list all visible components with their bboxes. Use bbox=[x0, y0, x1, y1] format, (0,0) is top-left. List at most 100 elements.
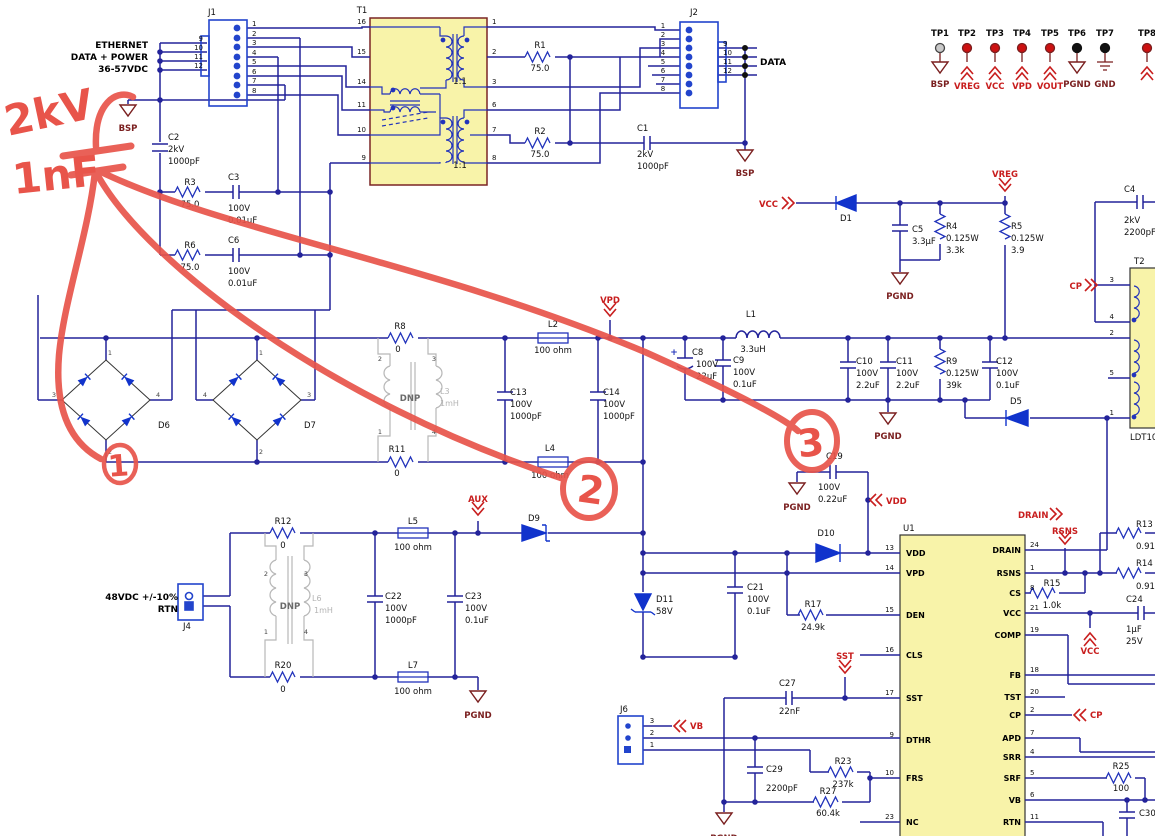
label-pgnd-c5: PGND bbox=[886, 292, 913, 302]
label-d7-1: 1 bbox=[259, 349, 263, 357]
tp6-pad bbox=[1071, 42, 1083, 54]
tp4-vpd-flag-icon bbox=[1015, 66, 1029, 81]
label-pgnd-bot: PGND bbox=[710, 834, 737, 836]
wires-t1-j2 bbox=[487, 26, 757, 164]
label-r17-v: 24.9k bbox=[801, 623, 825, 633]
red-annotation-overlay bbox=[55, 91, 840, 521]
label-r1-v: 75.0 bbox=[531, 64, 550, 74]
label-c5-v: 3.3µF bbox=[912, 237, 936, 247]
label-c8: C8 bbox=[692, 348, 703, 358]
label-c3: C3 bbox=[228, 173, 239, 183]
label-r15: R15 bbox=[1044, 579, 1061, 589]
label-u1-ref: U1 bbox=[903, 524, 915, 534]
tp3-pad bbox=[989, 42, 1001, 54]
label-c4: C4 bbox=[1124, 185, 1135, 195]
label-c1: C1 bbox=[637, 124, 648, 134]
label-tp3: TP3 bbox=[986, 29, 1004, 39]
vcc2-flag-icon bbox=[1083, 632, 1097, 647]
label-u1-nc: NC bbox=[906, 818, 919, 827]
label-r5-w: 0.125W bbox=[1011, 234, 1044, 244]
label-l4: L4 bbox=[545, 444, 555, 454]
label-l7-v: 100 ohm bbox=[394, 687, 432, 697]
label-r12: R12 bbox=[275, 517, 292, 527]
dnp-l6-transformer bbox=[264, 533, 314, 677]
label-u1-m8: 8 bbox=[1030, 584, 1034, 592]
label-c22: C22 bbox=[385, 592, 402, 602]
label-c27-v: 22nF bbox=[779, 707, 800, 717]
l2-symbol bbox=[537, 332, 569, 344]
label-ldt: LDT101 bbox=[1130, 433, 1155, 443]
label-d11-v: 58V bbox=[656, 607, 673, 617]
label-r25: R25 bbox=[1113, 762, 1130, 772]
label-vcc2: VCC bbox=[1080, 647, 1099, 657]
tp8-flag-icon bbox=[1140, 66, 1154, 81]
label-r23: R23 bbox=[835, 757, 852, 767]
label-c11: C11 bbox=[896, 357, 913, 367]
label-c30: C30 bbox=[1139, 809, 1155, 819]
t1-windings bbox=[370, 26, 487, 164]
label-c13: C13 bbox=[510, 388, 527, 398]
label-l6: L6 bbox=[312, 594, 322, 603]
label-c8-v1: 100V bbox=[696, 360, 718, 370]
label-t1-q3: 3 bbox=[492, 78, 496, 86]
label-tp5: TP5 bbox=[1041, 29, 1059, 39]
label-t2-ref: T2 bbox=[1133, 257, 1145, 267]
label-u1-m20: 20 bbox=[1030, 688, 1039, 696]
label-c2-v2: 1000pF bbox=[168, 157, 200, 167]
label-r2: R2 bbox=[534, 127, 545, 137]
label-u1-m7: 7 bbox=[1030, 729, 1034, 737]
label-j2-r9: 9 bbox=[723, 40, 727, 48]
label-c22-v2: 1000pF bbox=[385, 616, 417, 626]
label-c2-v1: 2kV bbox=[168, 145, 184, 155]
tp1-pad bbox=[934, 42, 946, 54]
label-l3-n4: 4 bbox=[432, 428, 436, 436]
label-l5-v: 100 ohm bbox=[394, 543, 432, 553]
label-c12: C12 bbox=[996, 357, 1013, 367]
label-c12-v1: 100V bbox=[996, 369, 1018, 379]
label-j1-r4: 4 bbox=[252, 49, 257, 57]
wires-vcc-vreg bbox=[796, 195, 1155, 379]
label-c6-v2: 0.01uF bbox=[228, 279, 257, 289]
label-tp8: TP8 bbox=[1138, 29, 1155, 39]
label-t1-p14: 14 bbox=[357, 78, 366, 86]
label-eth-1: ETHERNET bbox=[95, 41, 149, 51]
label-r9-v: 39k bbox=[946, 381, 962, 391]
label-t1-p11: 11 bbox=[357, 101, 366, 109]
drain-offpage-icon bbox=[1049, 507, 1063, 521]
label-c27: C27 bbox=[779, 679, 796, 689]
label-r8: R8 bbox=[394, 322, 405, 332]
label-u1-sst: SST bbox=[906, 694, 923, 703]
l4-symbol bbox=[537, 456, 569, 468]
label-t1-q8: 8 bbox=[492, 154, 496, 162]
label-j1-r2: 2 bbox=[252, 30, 256, 38]
label-j2-ref: J2 bbox=[689, 8, 698, 18]
label-u1-m11: 11 bbox=[1030, 813, 1039, 821]
label-c21-v1: 100V bbox=[747, 595, 769, 605]
label-c21: C21 bbox=[747, 583, 764, 593]
label-c14-v1: 100V bbox=[603, 400, 625, 410]
r23-symbol bbox=[827, 766, 854, 778]
label-aux: AUX bbox=[468, 495, 488, 505]
vcc-offpage-icon bbox=[781, 196, 795, 210]
label-u1-m24: 24 bbox=[1030, 541, 1039, 549]
tp3-vcc-flag-icon bbox=[988, 66, 1002, 81]
label-t2-p2: 2 bbox=[1110, 329, 1114, 337]
label-tp1: TP1 bbox=[931, 29, 949, 39]
label-j1-ref: J1 bbox=[207, 8, 216, 18]
label-bsp1: BSP bbox=[119, 124, 138, 134]
label-u1-vdd: VDD bbox=[906, 549, 926, 558]
r5-symbol bbox=[999, 213, 1011, 240]
label-u1-frs: FRS bbox=[906, 774, 924, 783]
label-l2-v: 100 ohm bbox=[534, 346, 572, 356]
annotation-cap-plate-top bbox=[59, 142, 135, 160]
label-l3-n3: 3 bbox=[432, 355, 436, 363]
label-r8-v: 0 bbox=[395, 345, 400, 355]
label-c2: C2 bbox=[168, 133, 179, 143]
label-u1-m5: 5 bbox=[1030, 769, 1034, 777]
label-u1-rsns: RSNS bbox=[997, 569, 1022, 578]
label-c24: C24 bbox=[1126, 595, 1143, 605]
label-marker-3: 3 bbox=[795, 420, 826, 467]
label-sst-net: SST bbox=[836, 652, 854, 662]
r20-symbol bbox=[269, 671, 296, 683]
